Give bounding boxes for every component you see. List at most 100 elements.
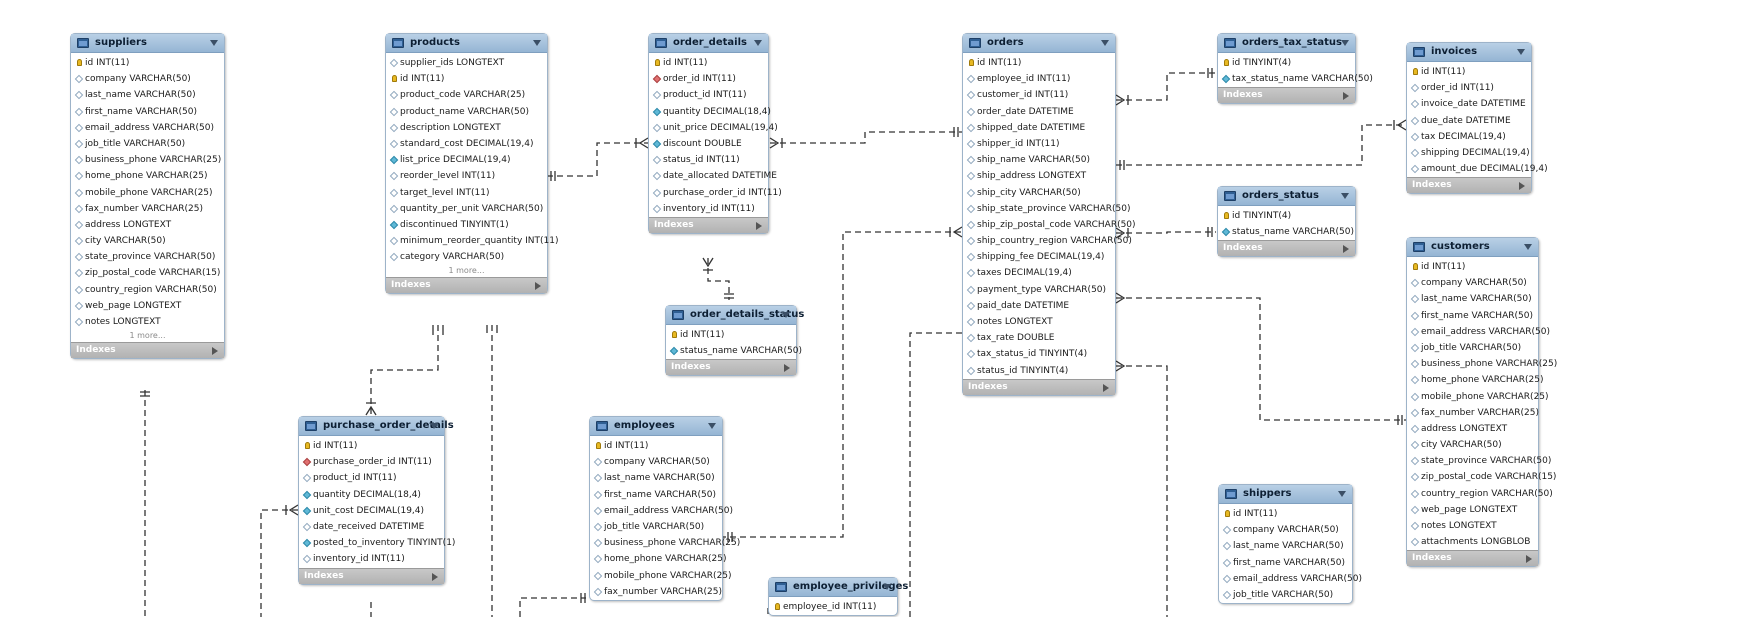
column-row[interactable]: web_page LONGTEXT <box>71 298 224 314</box>
column-row[interactable]: shipped_date DATETIME <box>963 120 1115 136</box>
column-row[interactable]: id INT(11) <box>1219 506 1352 522</box>
column-row[interactable]: id INT(11) <box>386 71 547 87</box>
column-row[interactable]: first_name VARCHAR(50) <box>590 487 722 503</box>
column-row[interactable]: purchase_order_id INT(11) <box>299 454 444 470</box>
column-row[interactable]: paid_date DATETIME <box>963 298 1115 314</box>
column-row[interactable]: order_date DATETIME <box>963 104 1115 120</box>
column-row[interactable]: product_name VARCHAR(50) <box>386 104 547 120</box>
column-row[interactable]: state_province VARCHAR(50) <box>71 249 224 265</box>
column-row[interactable]: ship_name VARCHAR(50) <box>963 152 1115 168</box>
column-row[interactable]: company VARCHAR(50) <box>1407 275 1538 291</box>
column-row[interactable]: shipping DECIMAL(19,4) <box>1407 145 1531 161</box>
column-row[interactable]: address LONGTEXT <box>71 217 224 233</box>
column-row[interactable]: last_name VARCHAR(50) <box>1219 538 1352 554</box>
column-row[interactable]: description LONGTEXT <box>386 120 547 136</box>
column-row[interactable]: attachments LONGBLOB <box>1407 534 1538 550</box>
table-header[interactable]: purchase_order_details <box>299 417 454 436</box>
collapse-toggle-icon[interactable] <box>1338 491 1346 497</box>
column-row[interactable]: date_allocated DATETIME <box>649 168 777 184</box>
column-row[interactable]: ship_state_province VARCHAR(50) <box>963 201 1130 217</box>
expand-arrow-icon[interactable] <box>1343 245 1349 254</box>
column-row[interactable]: product_code VARCHAR(25) <box>386 87 547 103</box>
table-header[interactable]: employee_privileges <box>769 578 908 597</box>
column-row[interactable]: customer_id INT(11) <box>963 87 1115 103</box>
column-row[interactable]: list_price DECIMAL(19,4) <box>386 152 547 168</box>
indexes-section[interactable]: Indexes <box>649 216 768 233</box>
indexes-section[interactable]: Indexes <box>71 342 224 359</box>
collapse-toggle-icon[interactable] <box>430 423 438 429</box>
column-row[interactable]: last_name VARCHAR(50) <box>1407 291 1538 307</box>
column-row[interactable]: inventory_id INT(11) <box>299 551 444 567</box>
column-row[interactable]: category VARCHAR(50) <box>386 249 547 265</box>
table-header[interactable]: orders_status <box>1218 187 1355 206</box>
column-row[interactable]: fax_number VARCHAR(25) <box>590 584 722 600</box>
column-row[interactable]: target_level INT(11) <box>386 185 547 201</box>
expand-arrow-icon[interactable] <box>1519 182 1525 191</box>
column-row[interactable]: due_date DATETIME <box>1407 113 1531 129</box>
more-columns-link[interactable]: 1 more... <box>448 266 485 276</box>
column-row[interactable]: city VARCHAR(50) <box>71 233 224 249</box>
column-row[interactable]: city VARCHAR(50) <box>1407 437 1538 453</box>
column-row[interactable]: id TINYINT(4) <box>1218 208 1355 224</box>
column-row[interactable]: web_page LONGTEXT <box>1407 502 1538 518</box>
column-row[interactable]: id INT(11) <box>590 438 722 454</box>
column-row[interactable]: product_id INT(11) <box>299 470 444 486</box>
column-row[interactable]: id INT(11) <box>963 55 1115 71</box>
column-row[interactable]: purchase_order_id INT(11) <box>649 185 782 201</box>
table-header[interactable]: shippers <box>1219 485 1352 504</box>
collapse-toggle-icon[interactable] <box>782 312 790 318</box>
column-row[interactable]: shipper_id INT(11) <box>963 136 1115 152</box>
column-row[interactable]: business_phone VARCHAR(25) <box>1407 356 1557 372</box>
column-row[interactable]: notes LONGTEXT <box>963 314 1115 330</box>
indexes-section[interactable]: Indexes <box>1407 550 1538 567</box>
column-row[interactable]: company VARCHAR(50) <box>71 71 224 87</box>
column-row[interactable]: address LONGTEXT <box>1407 421 1538 437</box>
table-header[interactable]: customers <box>1407 238 1538 257</box>
column-row[interactable]: country_region VARCHAR(50) <box>1407 486 1553 502</box>
indexes-section[interactable]: Indexes <box>386 277 547 294</box>
table-header[interactable]: products <box>386 34 547 53</box>
column-row[interactable]: company VARCHAR(50) <box>590 454 722 470</box>
table-header[interactable]: suppliers <box>71 34 224 53</box>
expand-arrow-icon[interactable] <box>432 572 438 581</box>
column-row[interactable]: zip_postal_code VARCHAR(15) <box>1407 469 1556 485</box>
column-row[interactable]: employee_id INT(11) <box>963 71 1115 87</box>
more-columns-link[interactable]: 1 more... <box>129 331 166 341</box>
column-row[interactable]: posted_to_inventory TINYINT(1) <box>299 535 455 551</box>
column-row[interactable]: discount DOUBLE <box>649 136 768 152</box>
column-row[interactable]: status_name VARCHAR(50) <box>1218 224 1355 240</box>
column-row[interactable]: tax_rate DOUBLE <box>963 330 1115 346</box>
column-row[interactable]: state_province VARCHAR(50) <box>1407 453 1551 469</box>
column-row[interactable]: first_name VARCHAR(50) <box>71 104 224 120</box>
column-row[interactable]: first_name VARCHAR(50) <box>1407 308 1538 324</box>
column-row[interactable]: email_address VARCHAR(50) <box>71 120 224 136</box>
collapse-toggle-icon[interactable] <box>708 423 716 429</box>
column-row[interactable]: home_phone VARCHAR(25) <box>71 168 224 184</box>
table-header[interactable]: invoices <box>1407 43 1531 62</box>
column-row[interactable]: reorder_level INT(11) <box>386 168 547 184</box>
column-row[interactable]: invoice_date DATETIME <box>1407 96 1531 112</box>
column-row[interactable]: ship_address LONGTEXT <box>963 168 1115 184</box>
collapse-toggle-icon[interactable] <box>1341 40 1349 46</box>
column-row[interactable]: id INT(11) <box>666 327 796 343</box>
column-row[interactable]: last_name VARCHAR(50) <box>590 470 722 486</box>
collapse-toggle-icon[interactable] <box>1101 40 1109 46</box>
column-row[interactable]: business_phone VARCHAR(25) <box>590 535 740 551</box>
column-row[interactable]: id INT(11) <box>1407 64 1531 80</box>
column-row[interactable]: tax_status_name VARCHAR(50) <box>1218 71 1373 87</box>
collapse-toggle-icon[interactable] <box>210 40 218 46</box>
indexes-section[interactable]: Indexes <box>963 378 1115 395</box>
column-row[interactable]: supplier_ids LONGTEXT <box>386 55 547 71</box>
column-row[interactable]: job_title VARCHAR(50) <box>590 519 722 535</box>
column-row[interactable]: job_title VARCHAR(50) <box>1407 340 1538 356</box>
column-row[interactable]: discontinued TINYINT(1) <box>386 217 547 233</box>
column-row[interactable]: amount_due DECIMAL(19,4) <box>1407 161 1548 177</box>
column-row[interactable]: business_phone VARCHAR(25) <box>71 152 224 168</box>
